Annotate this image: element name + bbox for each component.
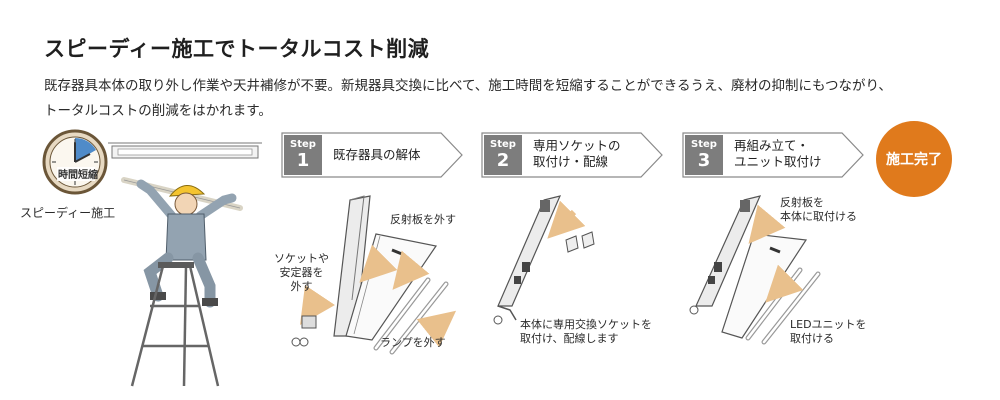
step-2-number: 2 (496, 150, 510, 171)
speedy-caption: スピーディー施工 (20, 206, 116, 220)
step-3-reflector (721, 233, 808, 339)
step-1-label: 既存器具の解体 (333, 147, 421, 162)
step-1-chevron (281, 132, 463, 178)
step-1-arrow-reflector (359, 244, 398, 283)
step-3-arrow-led (765, 264, 804, 303)
step-1-callout-socket: ソケットや 安定器を 外す (274, 252, 329, 293)
step-1-header: Step 1 既存器具の解体 (281, 132, 463, 178)
ceiling-fixture (108, 142, 262, 159)
step-1-arrow-reflector-2 (392, 250, 430, 290)
intro-line-1: 既存器具本体の取り外し作業や天井補修が不要。新規器具交換に比べて、施工時間を短縮… (44, 78, 892, 94)
step-3-number: 3 (697, 150, 711, 171)
step-3-badge: Step 3 (685, 135, 723, 175)
step-3-callout-reflector: 反射板を 本体に取付ける (780, 196, 857, 223)
step-3-illustration (689, 195, 821, 345)
step-2-word: Step (490, 139, 516, 150)
step-2-header: Step 2 専用ソケットの 取付け・配線 (481, 132, 663, 178)
step-1-illustration (291, 195, 457, 355)
intro-text: 既存器具本体の取り外し作業や天井補修が不要。新規器具交換に比べて、施工時間を短縮… (44, 74, 974, 124)
step-1-word: Step (290, 139, 316, 150)
step-1-callout-reflector: 反射板を外す (390, 213, 456, 226)
step-1-badge: Step 1 (284, 135, 322, 175)
step-3-arrow-reflector (748, 204, 786, 244)
step-3-chevron (682, 132, 864, 178)
step-1-callout-lamp: ランプを外す (380, 336, 446, 349)
stepladder (130, 262, 220, 387)
step-3-word: Step (691, 139, 717, 150)
clock-icon (42, 129, 108, 195)
step-3-label: 再組み立て・ ユニット取付け (734, 138, 822, 169)
socket-part-1 (565, 235, 579, 253)
step-3-callout-led: LEDユニットを 取付ける (790, 318, 867, 345)
complete-badge: 施工完了 (876, 121, 952, 197)
page-title: スピーディー施工でトータルコスト削減 (44, 37, 430, 61)
step-2-badge: Step 2 (484, 135, 522, 175)
step-2-label: 専用ソケットの 取付け・配線 (533, 138, 621, 169)
complete-label: 施工完了 (886, 152, 942, 168)
intro-line-2: トータルコストの削減をはかれます。 (44, 103, 272, 119)
step-1-arrow-socket (300, 285, 335, 325)
step-1-arrow-lamp (416, 310, 457, 348)
clock-label: 時間短縮 (58, 168, 98, 181)
step-2-illustration (493, 195, 595, 325)
step-2-arrow (547, 200, 586, 239)
ballast-part (301, 315, 317, 329)
step-3-header: Step 3 再組み立て・ ユニット取付け (682, 132, 864, 178)
socket-part-2 (581, 231, 595, 249)
step-2-callout-socket: 本体に専用交換ソケットを 取付け、配線します (520, 318, 652, 345)
step-1-number: 1 (296, 150, 310, 171)
step-2-chevron (481, 132, 663, 178)
